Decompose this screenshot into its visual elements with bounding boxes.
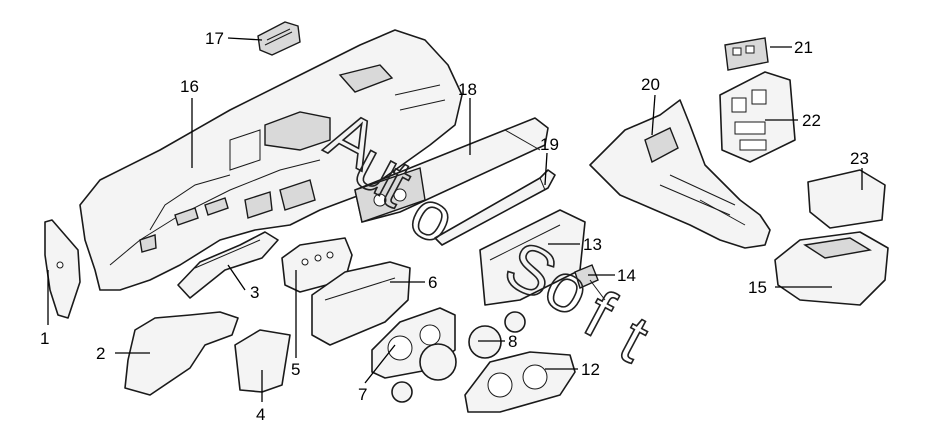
part-21-switch-panel: [724, 37, 769, 71]
callout-3: 3: [250, 283, 259, 302]
callout-12: 12: [581, 360, 600, 379]
part-18-duct: [354, 117, 549, 223]
callout-20: 20: [641, 75, 660, 94]
part-8-gauges: [391, 311, 526, 403]
callout-4: 4: [256, 405, 265, 424]
part-23-pad: [807, 169, 886, 229]
callout-14: 14: [617, 266, 636, 285]
part-19-rail: [434, 169, 556, 246]
callout-5: 5: [291, 360, 300, 379]
part-22-bezel: [719, 71, 796, 163]
part-16-dashboard-panel: [79, 29, 463, 291]
callout-13: 13: [583, 235, 602, 254]
part-17-vent: [257, 21, 301, 56]
leader-lines: [47, 37, 863, 402]
part-4-pocket: [234, 329, 291, 393]
callout-23: 23: [850, 149, 869, 168]
callout-22: 22: [802, 111, 821, 130]
part-12-cluster-housing: [464, 351, 576, 413]
callout-2: 2: [96, 344, 105, 363]
callout-15: 15: [748, 278, 767, 297]
callout-6: 6: [428, 273, 437, 292]
callout-16: 16: [180, 77, 199, 96]
callout-8: 8: [508, 332, 517, 351]
part-20-center-console: [589, 99, 771, 249]
callout-17: 17: [205, 29, 224, 48]
callout-7: 7: [358, 385, 367, 404]
callout-labels: 17 16 18 19 20 21 22 23 15 13 14 1 2 3 4…: [40, 29, 869, 424]
svg-text:t: t: [608, 301, 660, 377]
callout-19: 19: [540, 135, 559, 154]
part-2-lower-panel: [124, 311, 239, 396]
part-15-tray: [774, 231, 889, 306]
part-6-instrument-hood: [311, 261, 411, 346]
callout-18: 18: [458, 80, 477, 99]
part-14-lock: [574, 264, 606, 301]
callout-1: 1: [40, 329, 49, 348]
callout-21: 21: [794, 38, 813, 57]
part-1-bracket: [44, 219, 81, 319]
